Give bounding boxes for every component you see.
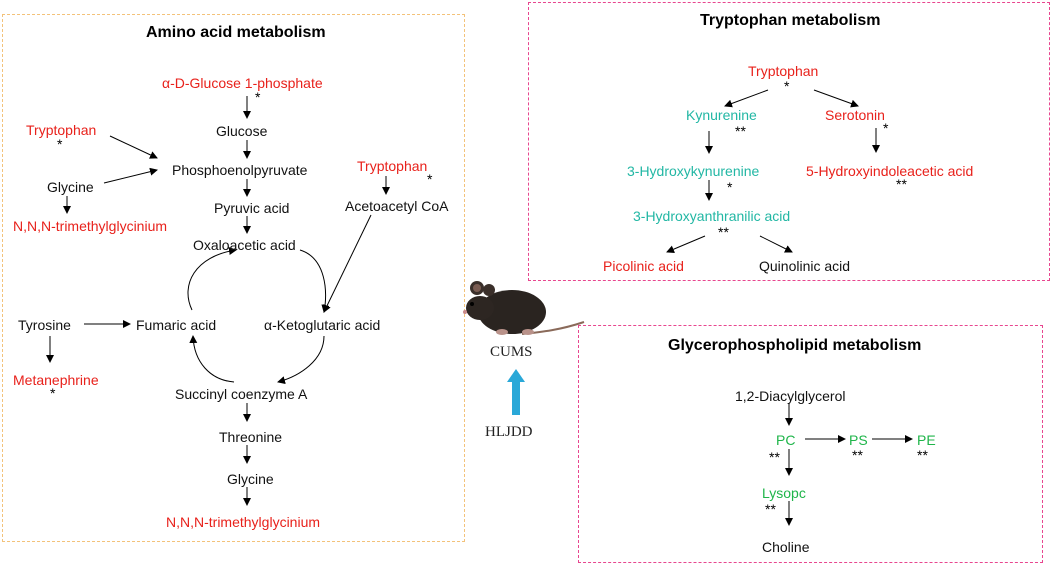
sig-ps: ** (852, 447, 863, 463)
lysopc: Lysopc (762, 485, 806, 501)
sig-pc: ** (769, 449, 780, 465)
3-hydroxyanthranilic-acid: 3-Hydroxyanthranilic acid (633, 208, 791, 224)
5-hydroxyindoleacetic-acid: 5-Hydroxyindoleacetic acid (806, 163, 974, 179)
threonine: Threonine (219, 429, 283, 445)
pc: PC (776, 432, 796, 448)
alpha-ketoglutaric-acid: α-Ketoglutaric acid (264, 317, 381, 333)
kynurenine: Kynurenine (686, 107, 757, 123)
tryptophan-left: Tryptophan (26, 122, 97, 138)
pyruvic-acid: Pyruvic acid (214, 200, 290, 216)
ps: PS (849, 432, 868, 448)
1-2-diacylglycerol: 1,2-Diacylglycerol (735, 388, 846, 404)
amino-acid-panel (2, 14, 465, 542)
choline: Choline (762, 539, 810, 555)
tryptophan-right: Tryptophan (357, 158, 428, 174)
cums-label: CUMS (490, 344, 533, 360)
sig-lysopc: ** (765, 501, 776, 517)
sig-5-hydroxyindoleacetic-acid: ** (896, 176, 907, 192)
tryptophan-title: Tryptophan metabolism (700, 12, 881, 29)
glycine-bottom: Glycine (227, 471, 274, 487)
acetoacetyl-coa: Acetoacetyl CoA (345, 198, 449, 214)
glycerophospholipid-title: Glycerophospholipid metabolism (668, 337, 922, 354)
succinyl-coenzyme-a: Succinyl coenzyme A (175, 386, 308, 402)
tyrosine: Tyrosine (18, 317, 71, 333)
tryptophan-panel (528, 2, 1050, 281)
oxaloacetic-acid: Oxaloacetic acid (193, 237, 296, 253)
sig-glucose-1-phosphate: * (255, 89, 261, 105)
nnn-trimethylglycinium-left: N,N,N-trimethylglycinium (13, 218, 168, 234)
amino-title: Amino acid metabolism (146, 24, 326, 41)
sig-pe: ** (917, 447, 928, 463)
nnn-trimethylglycinium-bottom: N,N,N-trimethylglycinium (166, 514, 321, 530)
sig-serotonin: * (883, 120, 889, 136)
glucose: Glucose (216, 123, 268, 139)
glycerophospholipid-panel (578, 325, 1043, 563)
sig-tryptophan: * (784, 78, 790, 94)
sig-kynurenine: ** (735, 123, 746, 139)
tryptophan-node: Tryptophan (748, 63, 819, 79)
sig-tryptophan-right: * (427, 171, 433, 187)
fumaric-acid: Fumaric acid (136, 317, 217, 333)
metanephrine: Metanephrine (13, 372, 99, 388)
sig-metanephrine: * (50, 385, 56, 401)
pe: PE (917, 432, 936, 448)
picolinic-acid: Picolinic acid (603, 258, 684, 274)
hljdd-to-cums-arrow (507, 369, 525, 415)
glycine-left: Glycine (47, 179, 94, 195)
hljdd-label: HLJDD (485, 424, 533, 440)
sig-3-hydroxyanthranilic-acid: ** (718, 224, 729, 240)
3-hydroxykynurenine: 3-Hydroxykynurenine (627, 163, 760, 179)
mouse-icon (463, 281, 585, 335)
quinolinic-acid: Quinolinic acid (759, 258, 851, 274)
phosphoenolpyruvate: Phosphoenolpyruvate (172, 162, 308, 178)
serotonin: Serotonin (825, 107, 885, 123)
sig-tryptophan-left: * (57, 136, 63, 152)
glucose-1-phosphate: α-D-Glucose 1-phosphate (162, 75, 323, 91)
sig-3-hydroxykynurenine: * (727, 179, 733, 195)
